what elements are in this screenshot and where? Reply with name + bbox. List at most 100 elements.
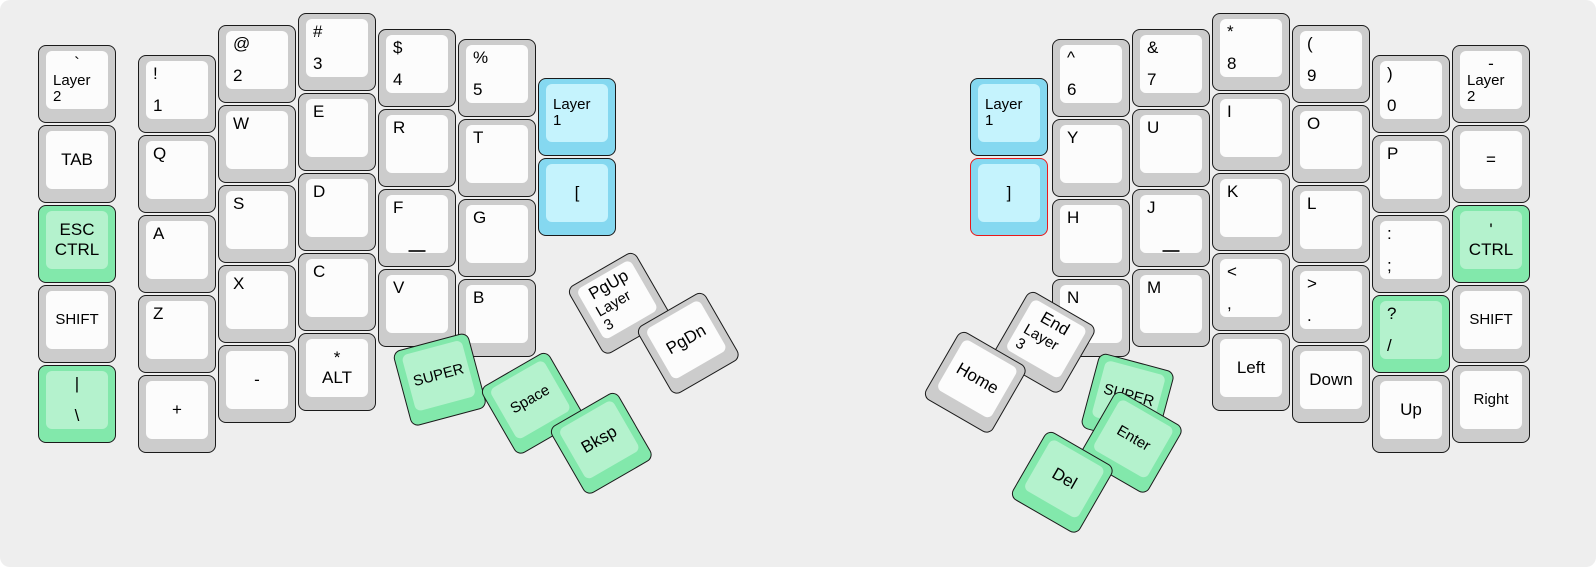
key-legend: Left (1220, 339, 1282, 397)
legend-top: Y (1067, 128, 1079, 147)
key-bracket-left[interactable]: [ (538, 158, 616, 236)
legend-top: X (233, 274, 245, 293)
key-asterisk-alt[interactable]: *ALT (298, 333, 376, 411)
key-w[interactable]: W (218, 105, 296, 183)
key-legend: N (1060, 285, 1122, 343)
key-tab[interactable]: TAB (38, 125, 116, 203)
key-period-gt[interactable]: >. (1292, 265, 1370, 343)
key-j[interactable]: J (1132, 189, 1210, 267)
key-r[interactable]: R (378, 109, 456, 187)
key-2-at[interactable]: @2 (218, 25, 296, 103)
key-t[interactable]: T (458, 119, 536, 197)
key-legend: `Layer 2 (46, 51, 108, 109)
key-4-dollar[interactable]: $4 (378, 29, 456, 107)
key-grave-layer2[interactable]: `Layer 2 (38, 45, 116, 123)
keycap-surface: X (226, 271, 288, 329)
key-9-lparen[interactable]: (9 (1292, 25, 1370, 103)
key-f[interactable]: F (378, 189, 456, 267)
keycap-surface: = (1460, 131, 1522, 189)
key-layer1-right[interactable]: Layer 1 (970, 78, 1048, 156)
legend-center: Right (1473, 391, 1509, 409)
key-quote-ctrl[interactable]: 'CTRL (1452, 205, 1530, 283)
key-minus-layer2[interactable]: -Layer 2 (1452, 45, 1530, 123)
key-l[interactable]: L (1292, 185, 1370, 263)
key-right[interactable]: Right (1452, 365, 1530, 443)
keycap-surface: -Layer 2 (1460, 51, 1522, 109)
keycap-surface: !1 (146, 61, 208, 119)
key-pipe-backslash[interactable]: |\ (38, 365, 116, 443)
key-legend: %5 (466, 45, 528, 103)
key-v[interactable]: V (378, 269, 456, 347)
legend-bottom: 4 (393, 69, 403, 89)
key-p[interactable]: P (1372, 135, 1450, 213)
key-legend: V (386, 275, 448, 333)
key-x[interactable]: X (218, 265, 296, 343)
key-comma-lt[interactable]: <, (1212, 253, 1290, 331)
key-down[interactable]: Down (1292, 345, 1370, 423)
key-legend: C (306, 259, 368, 317)
legend-center: Del (1048, 463, 1081, 493)
legend-top: V (393, 278, 405, 297)
key-minus[interactable]: - (218, 345, 296, 423)
keycap-surface: B (466, 285, 528, 343)
key-q[interactable]: Q (138, 135, 216, 213)
key-u[interactable]: U (1132, 109, 1210, 187)
key-shift-left[interactable]: SHIFT (38, 285, 116, 363)
key-up[interactable]: Up (1372, 375, 1450, 453)
key-plus[interactable]: + (138, 375, 216, 453)
key-6-caret[interactable]: ^6 (1052, 39, 1130, 117)
legend-bottom: 8 (1227, 53, 1237, 73)
legend-center: Up (1400, 399, 1422, 419)
key-layer1-left[interactable]: Layer 1 (538, 78, 616, 156)
key-equals[interactable]: = (1452, 125, 1530, 203)
key-legend: K (1220, 179, 1282, 237)
legend-top: M (1147, 278, 1162, 297)
key-s[interactable]: S (218, 185, 296, 263)
key-legend: ^6 (1060, 45, 1122, 103)
keycap-surface: K (1220, 179, 1282, 237)
key-legend: >. (1300, 271, 1362, 329)
key-legend: F (386, 195, 448, 253)
legend-top: % (473, 48, 489, 67)
key-7-ampersand[interactable]: &7 (1132, 29, 1210, 107)
key-slash-question[interactable]: ?/ (1372, 295, 1450, 373)
homing-bar-icon (1162, 250, 1180, 252)
key-m[interactable]: M (1132, 269, 1210, 347)
key-legend: Y (1060, 125, 1122, 183)
key-5-percent[interactable]: %5 (458, 39, 536, 117)
key-i[interactable]: I (1212, 93, 1290, 171)
key-8-asterisk[interactable]: *8 (1212, 13, 1290, 91)
key-left[interactable]: Left (1212, 333, 1290, 411)
key-h[interactable]: H (1052, 199, 1130, 277)
key-d[interactable]: D (298, 173, 376, 251)
key-g[interactable]: G (458, 199, 536, 277)
legend-top: Q (153, 144, 167, 163)
keycap-surface: SHIFT (46, 291, 108, 349)
key-3-hash[interactable]: #3 (298, 13, 376, 91)
key-b[interactable]: B (458, 279, 536, 357)
keycap-surface: A (146, 221, 208, 279)
key-legend: @2 (226, 31, 288, 89)
key-0-rparen[interactable]: )0 (1372, 55, 1450, 133)
key-e[interactable]: E (298, 93, 376, 171)
key-semicolon-colon[interactable]: :; (1372, 215, 1450, 293)
key-bracket-right[interactable]: ] (970, 158, 1048, 236)
legend-bottom: 1 (153, 95, 163, 115)
key-o[interactable]: O (1292, 105, 1370, 183)
key-c[interactable]: C (298, 253, 376, 331)
key-1-exclaim[interactable]: !1 (138, 55, 216, 133)
key-k[interactable]: K (1212, 173, 1290, 251)
key-a[interactable]: A (138, 215, 216, 293)
key-legend: + (146, 381, 208, 439)
key-z[interactable]: Z (138, 295, 216, 373)
key-shift-right[interactable]: SHIFT (1452, 285, 1530, 363)
key-y[interactable]: Y (1052, 119, 1130, 197)
